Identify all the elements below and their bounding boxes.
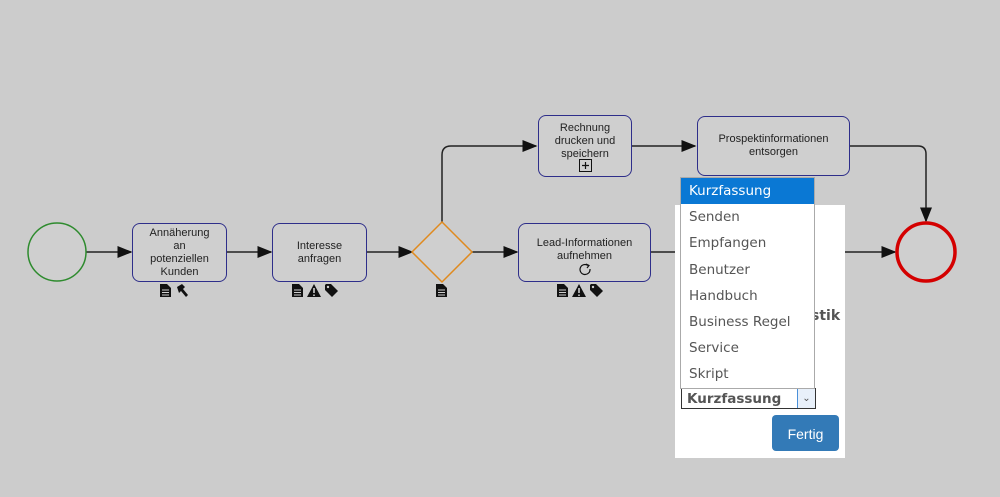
tag-icon[interactable]	[325, 284, 338, 297]
task-label-line: drucken und	[554, 134, 616, 147]
dropdown-option[interactable]: Handbuch	[689, 287, 758, 304]
dropdown-option[interactable]: Senden	[689, 209, 740, 226]
subprocess-expand-icon[interactable]	[579, 159, 592, 172]
task-label-line: Kunden	[160, 265, 199, 278]
dropdown-option[interactable]: Empfangen	[689, 235, 767, 252]
task-label-line: anfragen	[297, 252, 342, 265]
start-event[interactable]	[27, 222, 87, 282]
dropdown-option[interactable]: Service	[689, 340, 739, 357]
task-label-line: Interesse	[296, 239, 343, 252]
task-markers	[557, 284, 603, 297]
document-icon[interactable]	[436, 284, 447, 297]
task-label-line: speichern	[561, 147, 609, 160]
dropdown-option[interactable]: Skript	[689, 366, 729, 383]
gateway-markers	[436, 284, 447, 297]
task-label-line: Rechnung	[559, 121, 611, 134]
chevron-down-icon[interactable]: ⌄	[797, 389, 815, 408]
loop-icon	[579, 263, 591, 276]
task-type-select[interactable]: Kurzfassung ⌄	[681, 388, 816, 409]
document-icon[interactable]	[292, 284, 303, 297]
document-icon[interactable]	[160, 284, 171, 297]
task-label-line: potenziellen	[150, 252, 209, 265]
sequence-flows	[86, 140, 932, 258]
flow-t5-to-end[interactable]	[850, 145, 932, 223]
task-label-line: an	[173, 239, 186, 252]
end-event[interactable]	[895, 221, 957, 283]
warning-icon[interactable]	[572, 284, 586, 297]
task-label-line: Prospektinformationen	[718, 133, 829, 145]
task-markers	[160, 284, 189, 297]
flow-gateway-to-t4[interactable]	[441, 140, 538, 222]
hammer-icon[interactable]	[175, 284, 189, 297]
tag-icon[interactable]	[590, 284, 603, 297]
dropdown-option[interactable]: Kurzfassung	[681, 178, 814, 205]
task-label-line: Lead-Informationen	[536, 236, 633, 249]
document-icon[interactable]	[557, 284, 568, 297]
task-label-line: Annäherung	[149, 226, 210, 239]
select-value: Kurzfassung	[687, 391, 782, 407]
task-label-line: entsorgen	[749, 146, 798, 158]
exclusive-gateway[interactable]	[410, 220, 474, 284]
dropdown-option[interactable]: Business Regel	[689, 313, 791, 330]
task-type-dropdown[interactable]: Kurzfassung Senden Empfangen Benutzer Ha…	[680, 177, 815, 389]
task-label-line: aufnehmen	[556, 249, 613, 262]
done-button[interactable]: Fertig	[772, 415, 839, 451]
panel-heading-partial: stik	[811, 308, 841, 324]
task-markers	[292, 284, 338, 297]
dropdown-option[interactable]: Benutzer	[689, 261, 750, 278]
warning-icon[interactable]	[307, 284, 321, 297]
